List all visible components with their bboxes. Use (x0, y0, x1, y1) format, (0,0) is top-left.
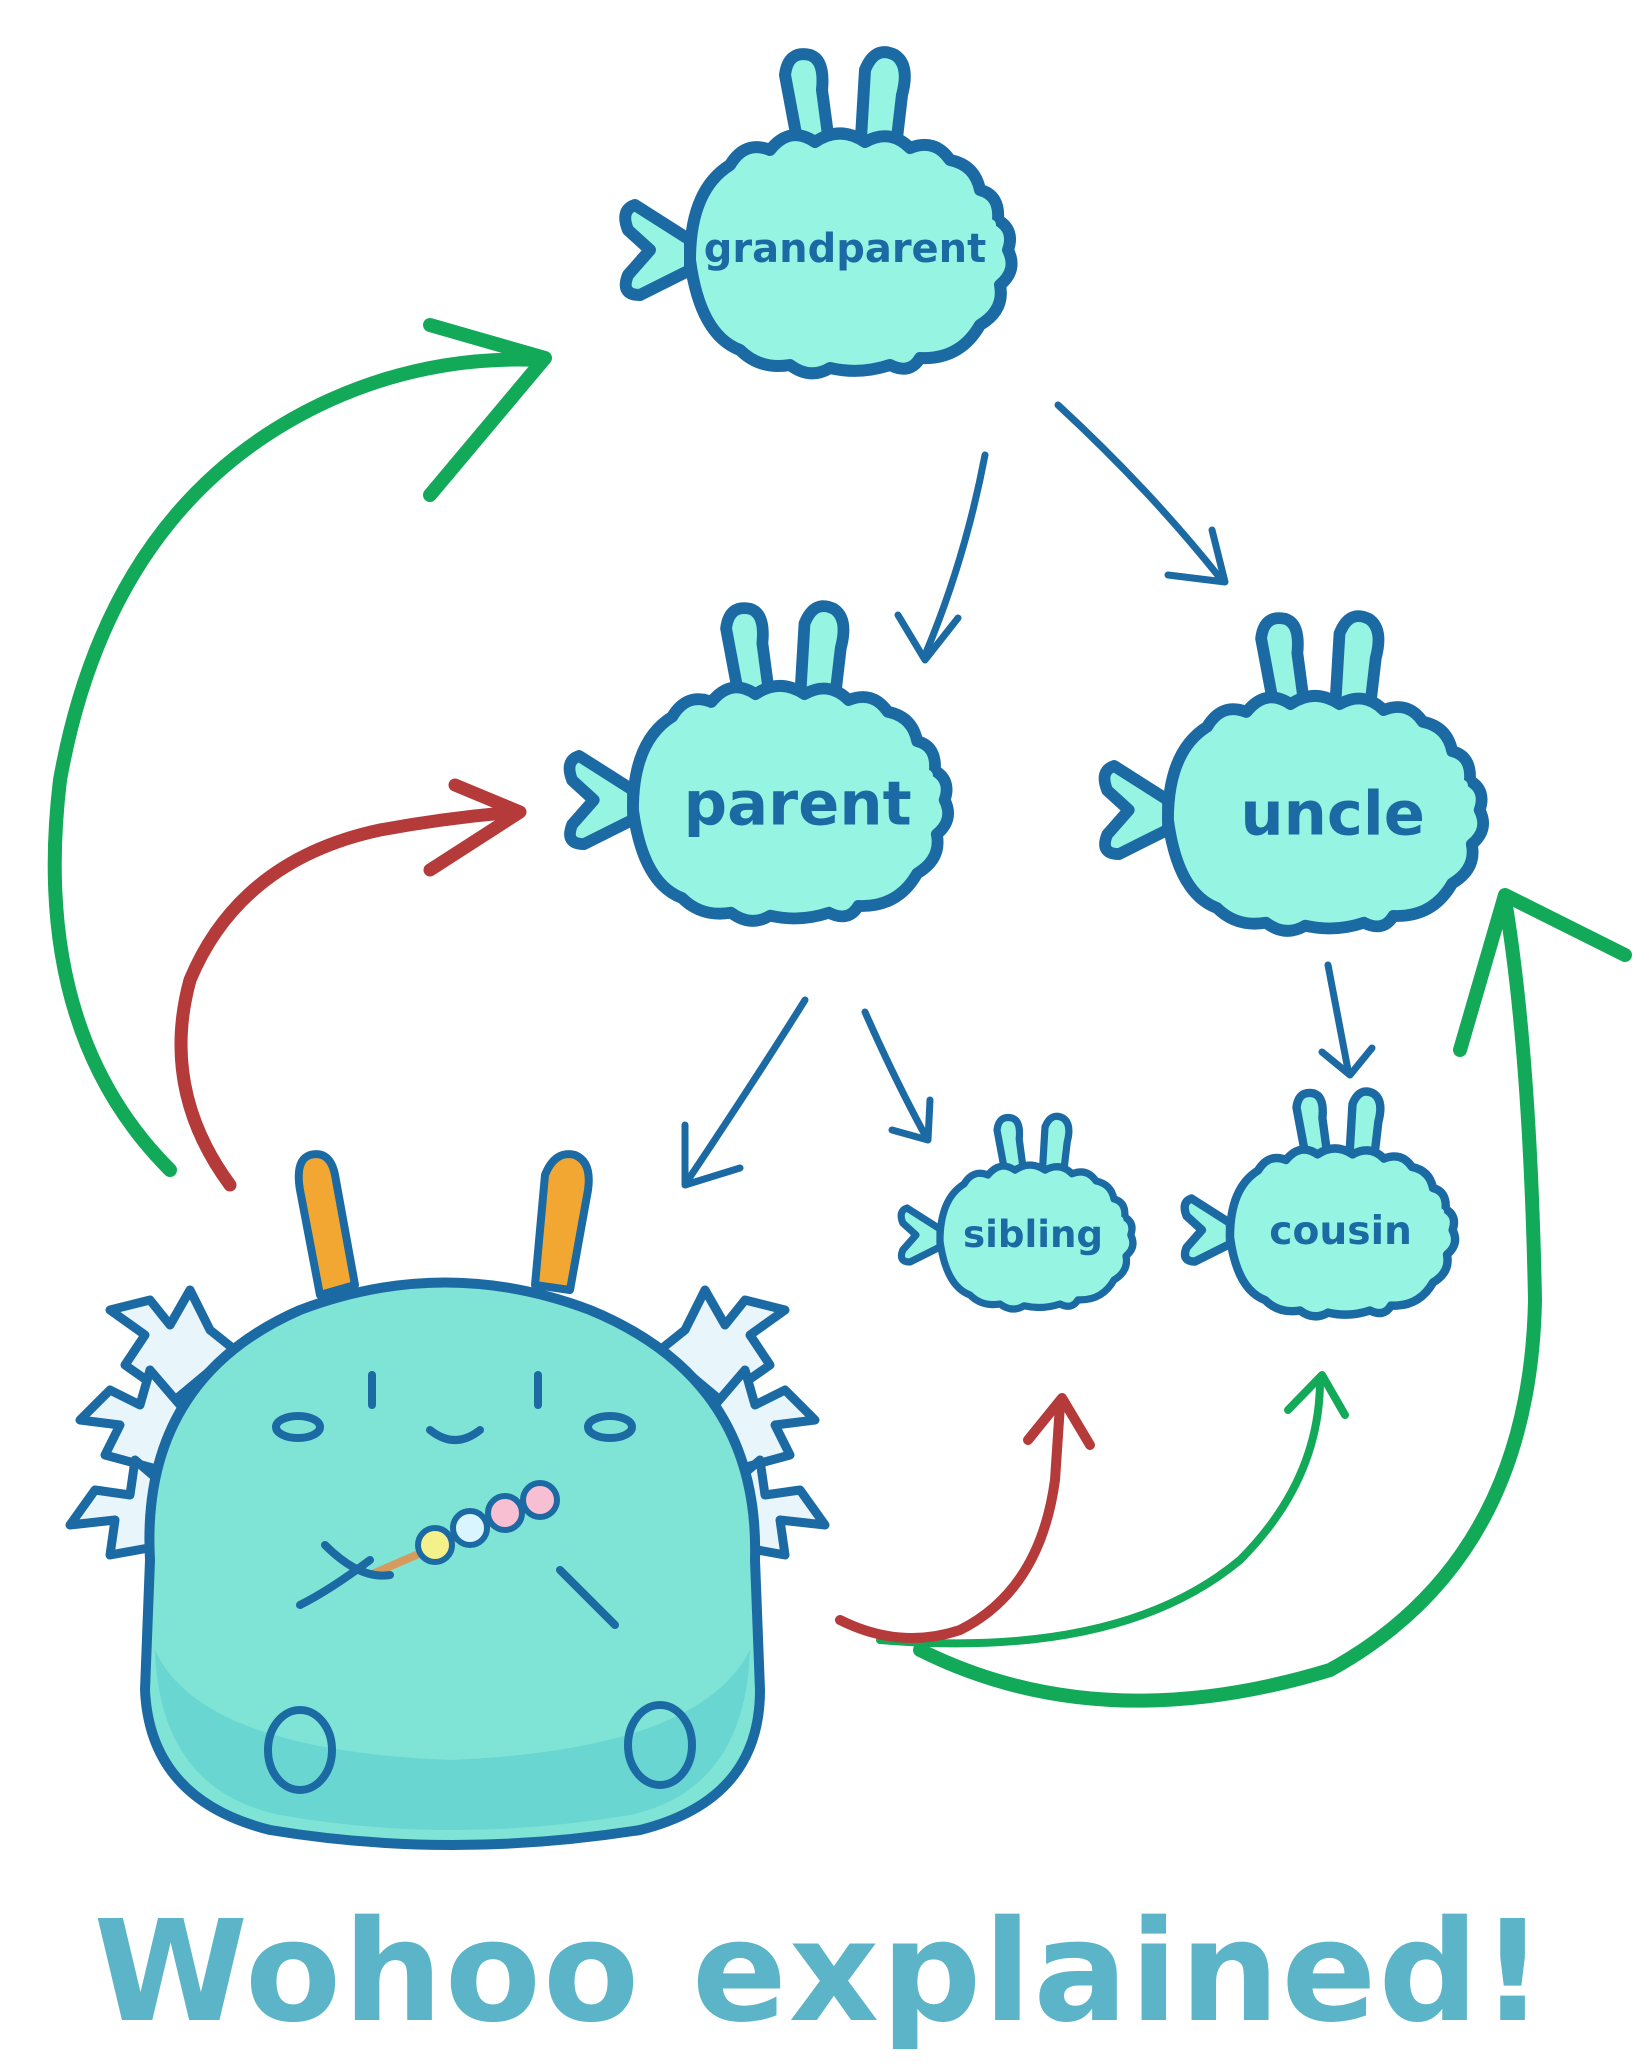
arrow-self-to-cousin (876, 1376, 1324, 1648)
node-label-parent: parent (684, 770, 912, 840)
arrowhead-self-to-grandparent (423, 318, 552, 502)
arrow-parent-to-self (684, 996, 809, 1184)
arrow-grandparent-to-uncle (1054, 401, 1224, 582)
axie-creature-icon (625, 52, 1011, 373)
node-label-sibling: sibling (963, 1212, 1103, 1256)
mascot-body (140, 1277, 765, 1850)
node-label-grandparent: grandparent (704, 226, 987, 272)
node-label-uncle: uncle (1240, 780, 1425, 850)
green-arrows (47, 318, 1632, 1708)
horn-right (531, 1150, 593, 1294)
arrow-self-to-sibling (835, 1400, 1065, 1643)
foot-right (624, 1701, 696, 1789)
arrow-parent-to-sibling (861, 1008, 929, 1139)
node-cousin: cousin (1185, 1092, 1455, 1317)
axie-creature-icon (570, 606, 949, 921)
cheek-right (584, 1412, 636, 1442)
axie-creature-icon (1105, 616, 1484, 931)
arrow-grandparent-to-parent (921, 451, 989, 659)
red-arrows (174, 778, 1095, 1643)
arrow-self-to-parent (174, 805, 522, 1192)
node-grandparent: grandparent (625, 52, 1011, 373)
arrowhead-self-to-uncle (1453, 888, 1632, 1057)
horn-left (294, 1150, 359, 1299)
node-sibling: sibling (901, 1116, 1133, 1309)
axie-creature-icon (1185, 1092, 1455, 1317)
arrowhead-self-to-cousin (1284, 1371, 1349, 1419)
arrow-self-to-grandparent (47, 352, 547, 1177)
arm-right (556, 1566, 619, 1629)
arrowhead-uncle-to-cousin (1318, 1044, 1376, 1079)
cheek-left (272, 1412, 324, 1442)
node-label-cousin: cousin (1269, 1209, 1412, 1254)
arrowhead-grandparent-to-uncle (1164, 526, 1229, 586)
node-parent: parent (570, 606, 949, 921)
arrow-self-to-uncle (913, 893, 1542, 1708)
foot-left (264, 1706, 336, 1794)
axie-mascot-icon (65, 1150, 830, 1850)
node-uncle: uncle (1105, 616, 1484, 931)
arrowhead-self-to-sibling (1023, 1393, 1095, 1450)
arrowhead-self-to-parent (423, 778, 527, 877)
arrowhead-parent-to-sibling (888, 1096, 934, 1144)
mouth (426, 1426, 484, 1444)
arrowhead-grandparent-to-parent (894, 611, 962, 664)
arrow-uncle-to-cousin (1324, 961, 1352, 1074)
arrowhead-parent-to-self (681, 1121, 744, 1189)
page-title: Wohoo explained! (94, 1891, 1547, 2054)
tree-arrows (681, 401, 1376, 1189)
dango-skewer (368, 1480, 560, 1579)
arm-left (296, 1541, 394, 1609)
